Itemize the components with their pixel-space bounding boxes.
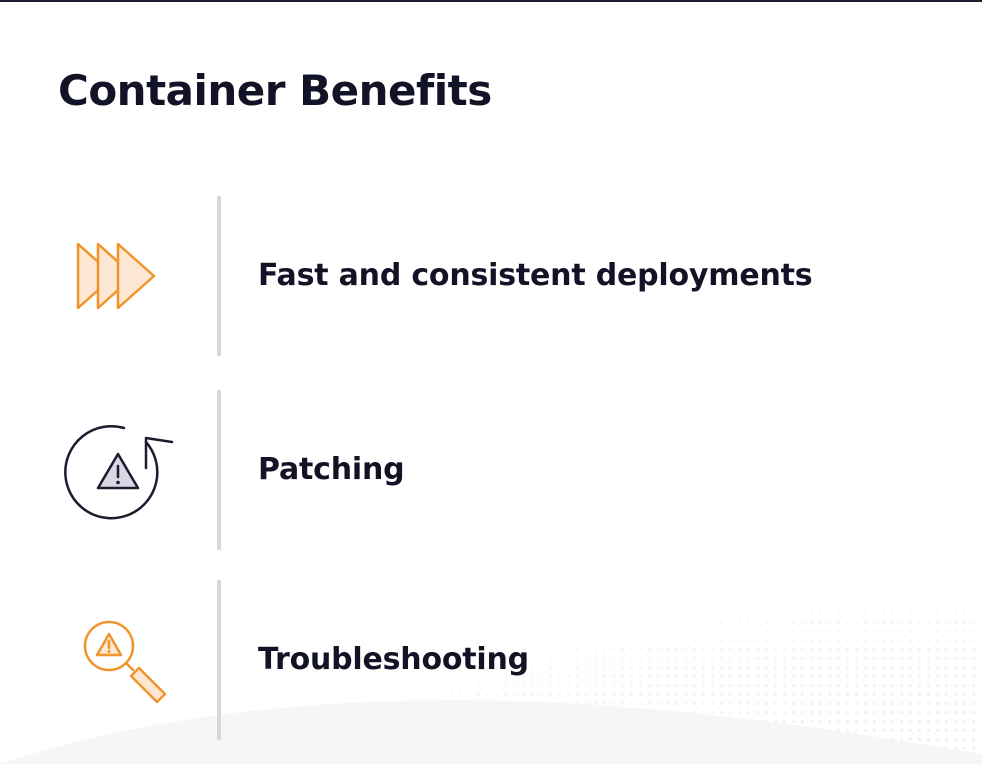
benefit-row-troubleshooting: Troubleshooting bbox=[0, 580, 982, 740]
magnifier-warning-icon bbox=[64, 605, 174, 715]
row-divider bbox=[217, 390, 221, 550]
refresh-warning-icon bbox=[64, 415, 174, 525]
fast-forward-icon bbox=[64, 221, 174, 331]
benefit-label: Patching bbox=[258, 452, 405, 487]
top-border-line bbox=[0, 0, 982, 2]
slide-title: Container Benefits bbox=[58, 66, 492, 115]
row-divider bbox=[217, 580, 221, 740]
row-divider bbox=[217, 196, 221, 356]
benefit-row-patching: Patching bbox=[0, 390, 982, 550]
benefit-label: Fast and consistent deployments bbox=[258, 258, 813, 293]
benefit-label: Troubleshooting bbox=[258, 642, 529, 677]
benefit-row-fast-deployments: Fast and consistent deployments bbox=[0, 196, 982, 356]
